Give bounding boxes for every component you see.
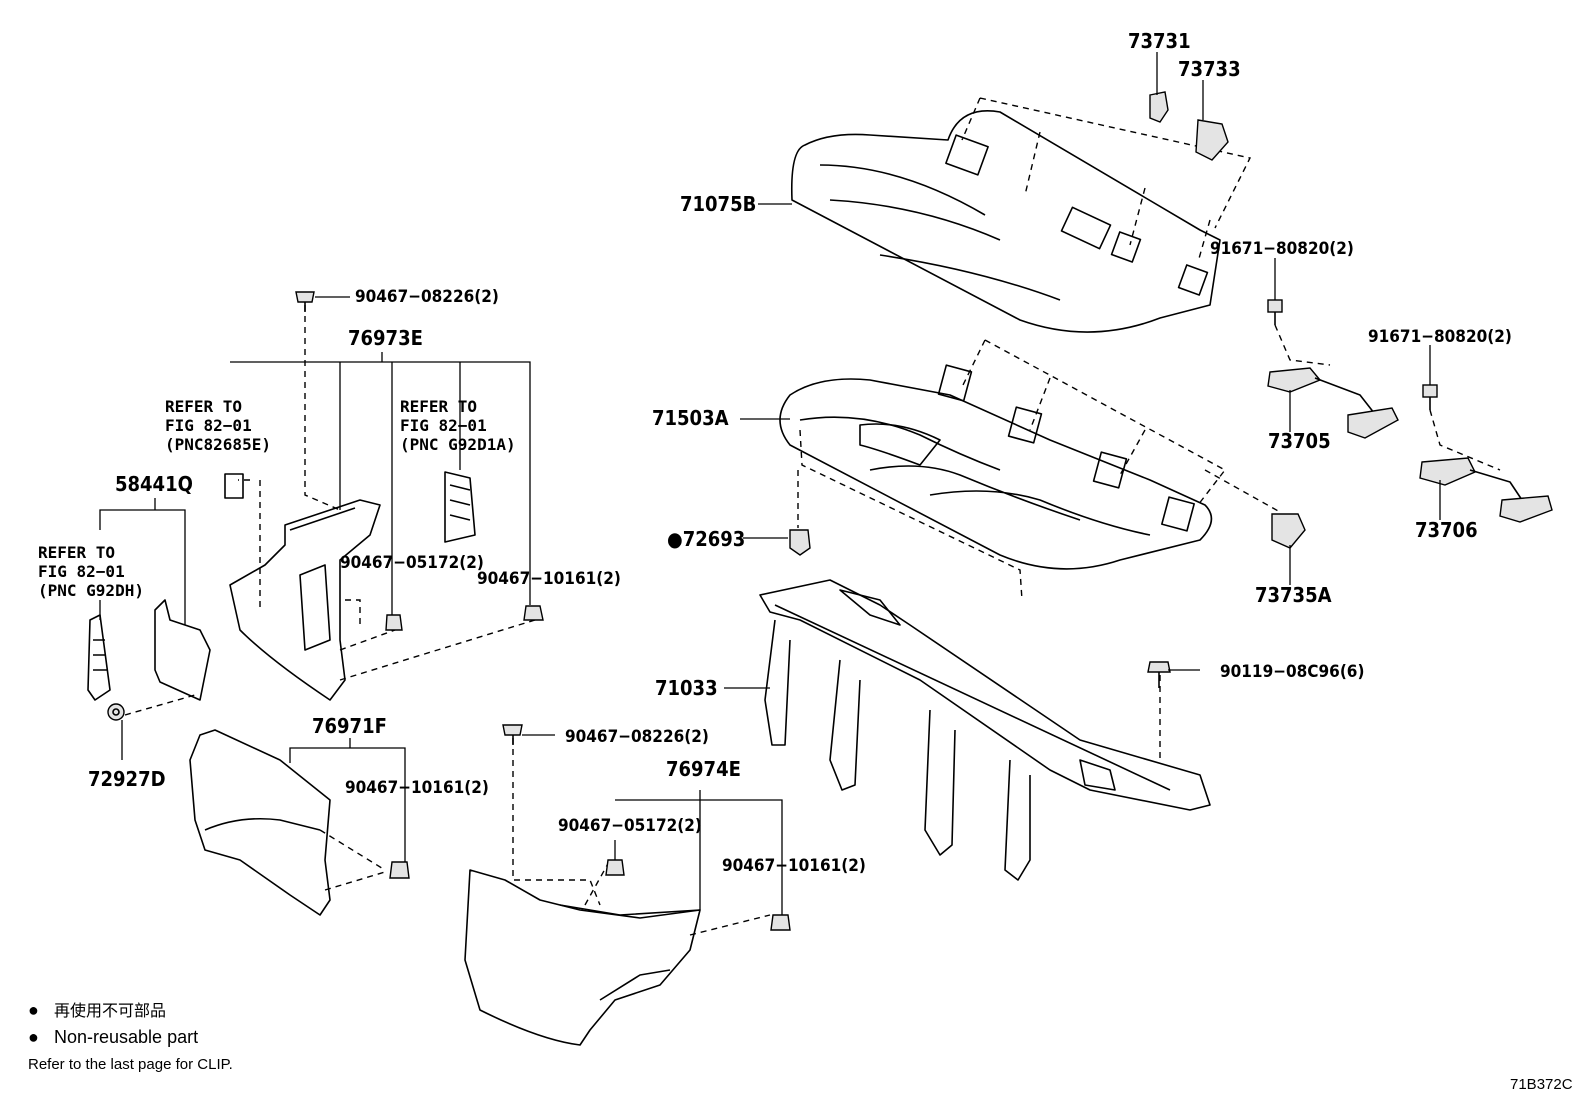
legend-bullet-jp: ● <box>28 1000 39 1020</box>
clip-90467-05172-top[interactable] <box>385 614 403 631</box>
clip-90467-08226-bot[interactable] <box>502 724 523 745</box>
label-58441q: 58441Q <box>115 472 193 496</box>
clip-73733[interactable] <box>1195 119 1229 161</box>
refer-part-g92d1a <box>444 471 476 543</box>
clip-90467-10161-bot[interactable] <box>770 914 791 931</box>
bolt-91671-a[interactable] <box>1267 299 1283 325</box>
refer-3-line-1: REFER TO <box>38 543 115 562</box>
latch-73705[interactable] <box>1267 367 1399 439</box>
refer-part-g92dh <box>87 614 111 701</box>
label-90119: 90119−08C96(6) <box>1220 662 1364 682</box>
label-73735a: 73735A <box>1255 583 1332 607</box>
label-73705: 73705 <box>1268 429 1331 453</box>
label-90467-10161-top: 90467−10161(2) <box>477 569 621 589</box>
cover-76971f[interactable] <box>189 729 331 916</box>
label-71075b: 71075B <box>680 192 756 216</box>
bolt-91671-b[interactable] <box>1422 384 1438 410</box>
label-76973e: 76973E <box>348 326 423 350</box>
label-90467-10161-bot: 90467−10161(2) <box>722 856 866 876</box>
refer-1-line-3: (PNC82685E) <box>165 435 271 454</box>
label-73733: 73733 <box>1178 57 1241 81</box>
panel-58441q[interactable] <box>154 599 211 701</box>
label-91671-a: 91671−80820(2) <box>1210 239 1354 259</box>
legend-bullet-en: ● <box>28 1027 39 1047</box>
label-90467-08226-top: 90467−08226(2) <box>355 287 499 307</box>
label-76974e: 76974E <box>666 757 741 781</box>
label-72927d: 72927D <box>88 767 166 791</box>
part-labels: 73731 73733 71075B 91671−80820(2) 91671−… <box>38 29 1512 876</box>
bolt-90119[interactable] <box>1147 661 1171 688</box>
leader-lines <box>99 52 1441 915</box>
label-90467-05172-top: 90467−05172(2) <box>340 553 484 573</box>
label-90467-05172-bot: 90467−05172(2) <box>558 816 702 836</box>
label-73706: 73706 <box>1415 518 1478 542</box>
label-71503a: 71503A <box>652 406 729 430</box>
diagram-id-code: 71B372C <box>1510 1076 1573 1093</box>
seat-back-71075b[interactable] <box>790 110 1221 333</box>
hook-73735a[interactable] <box>1271 513 1306 549</box>
cover-76974e[interactable] <box>464 869 701 1046</box>
clip-90467-08226-top[interactable] <box>295 291 315 312</box>
clip-90467-10161-top[interactable] <box>523 605 544 621</box>
refer-1-line-2: FIG 82−01 <box>165 416 252 435</box>
refer-part-82685e <box>224 473 244 499</box>
legend-en-text: Non-reusable part <box>54 1027 198 1047</box>
refer-1-line-1: REFER TO <box>165 397 242 416</box>
cover-76973e[interactable] <box>229 499 381 701</box>
seat-cushion-71503a[interactable] <box>779 364 1213 570</box>
clip-90467-10161-mid[interactable] <box>389 861 410 879</box>
clip-73731[interactable] <box>1149 91 1169 123</box>
legend: ● 再使用不可部品 ● Non-reusable part Refer to t… <box>28 1000 233 1073</box>
label-76971f: 76971F <box>312 714 387 738</box>
label-90467-08226-bot: 90467−08226(2) <box>565 727 709 747</box>
legend-jp-text: 再使用不可部品 <box>54 1002 166 1020</box>
clip-72693[interactable] <box>789 529 811 556</box>
refer-3-line-3: (PNC G92DH) <box>38 581 144 600</box>
refer-3-line-2: FIG 82−01 <box>38 562 125 581</box>
latch-73706[interactable] <box>1419 457 1553 523</box>
clip-90467-05172-bot[interactable] <box>605 859 625 876</box>
label-71033: 71033 <box>655 676 718 700</box>
label-73731: 73731 <box>1128 29 1191 53</box>
seat-frame-71033[interactable] <box>759 579 1211 881</box>
refer-2-line-2: FIG 82−01 <box>400 416 487 435</box>
legend-note: Refer to the last page for CLIP. <box>28 1056 233 1073</box>
refer-2-line-1: REFER TO <box>400 397 477 416</box>
screw-72927d[interactable] <box>107 703 125 721</box>
refer-2-line-3: (PNC G92D1A) <box>400 435 516 454</box>
label-91671-b: 91671−80820(2) <box>1368 327 1512 347</box>
label-72693: ●72693 <box>667 527 745 551</box>
label-90467-10161-mid: 90467−10161(2) <box>345 778 489 798</box>
